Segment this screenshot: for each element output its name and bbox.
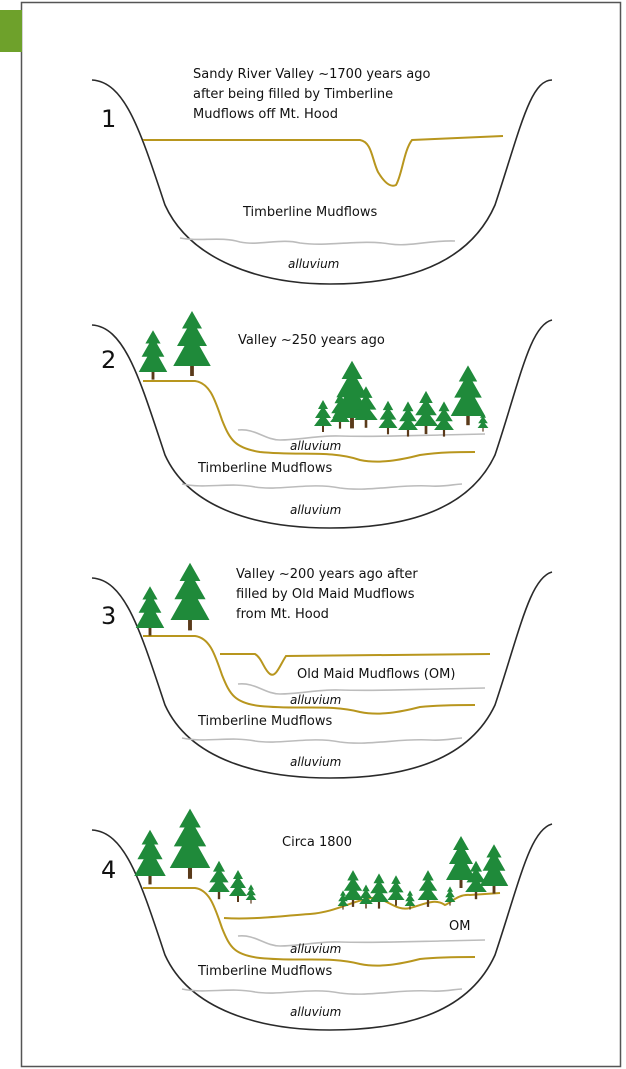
panel-number: 4 [101,856,116,884]
panel-caption-line: Valley ~250 years ago [238,333,385,348]
alluvium-label: alluvium [290,503,341,517]
tree-icon [138,330,168,380]
alluvium-label: alluvium [290,755,341,769]
alluvium-upper-label: alluvium [290,942,341,956]
timberline-top-line [143,135,504,187]
tree-icon [173,311,211,376]
panel-caption-line: Circa 1800 [282,835,352,850]
alluvium-lower-line [181,988,463,995]
om-top-line [223,892,501,920]
alluvium-lower-line [181,483,463,490]
alluvium-lower-line [181,737,463,744]
old-maid-top-line [220,653,491,676]
timberline-top-line [143,635,476,715]
timberline-label: Timberline Mudflows [197,964,332,979]
valley-outline [91,571,553,779]
tree-icon [208,860,230,900]
panel-caption-line: filled by Old Maid Mudflows [236,587,415,602]
panel-2: 2 Valley ~250 years ago alluvium Timberl… [91,311,553,529]
valley-outline [91,319,553,529]
panel-number: 3 [101,602,116,630]
alluvium-upper-line [237,429,486,441]
timberline-top-line [143,887,476,967]
panel-caption-line: Valley ~200 years ago after [236,567,418,582]
tree-icon [378,400,398,435]
tree-icon [134,829,166,885]
panel-caption-line: from Mt. Hood [236,607,329,622]
timberline-top-line [143,380,476,463]
alluvium-upper-line [237,683,486,695]
panel-3: 3 Valley ~200 years ago after filled by … [91,562,553,779]
tree-icon [387,875,405,906]
tree-icon [229,870,247,902]
timberline-label: Timberline Mudflows [242,205,377,220]
timberline-label: Timberline Mudflows [197,714,332,729]
tree-icon [135,586,165,636]
om-label: OM [449,919,470,934]
timberline-label: Timberline Mudflows [197,461,332,476]
valley-outline [91,823,553,1031]
alluvium-label: alluvium [290,1005,341,1019]
alluvium-upper-label: alluvium [290,693,341,707]
tree-icon [450,365,486,426]
tree-icon [434,401,454,437]
old-maid-label: Old Maid Mudflows (OM) [297,667,455,682]
panel-4: 4 Circa 1800 OM alluvium Timberline Mudf… [91,808,553,1031]
tree-icon [245,884,257,904]
alluvium-line [179,237,456,246]
panel-1: 1 Sandy River Valley ~1700 years ago aft… [91,67,553,285]
alluvium-label: alluvium [288,257,339,271]
panel-caption-line: after being filled by Timberline [193,87,393,102]
alluvium-upper-label: alluvium [290,439,341,453]
panel-number: 2 [101,346,116,374]
corner-tab [0,10,22,52]
panel-caption-line: Mudflows off Mt. Hood [193,107,338,122]
valley-outline [91,79,553,285]
tree-icon [170,562,210,631]
tree-icon [169,808,211,879]
tree-icon [444,886,456,906]
tree-icon [413,390,439,435]
tree-icon [398,401,418,437]
panel-caption-line: Sandy River Valley ~1700 years ago [193,67,430,82]
alluvium-upper-line [237,935,486,947]
tree-icon [479,844,509,894]
panel-number: 1 [101,105,116,133]
tree-icon [314,400,332,432]
page-border [20,1,622,1068]
tree-icon [359,884,373,909]
